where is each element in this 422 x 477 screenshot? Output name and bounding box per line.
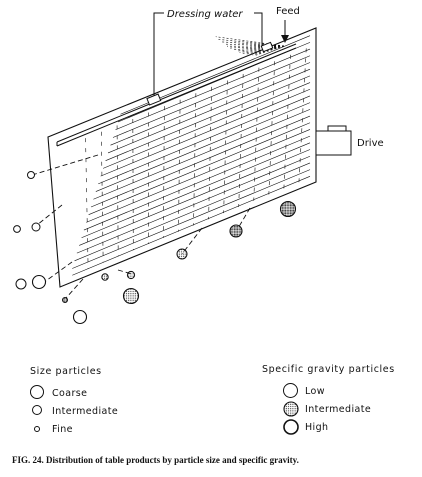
particle-low-medium (15, 278, 27, 290)
table-deck (47, 27, 317, 288)
particle-low-large (31, 274, 47, 290)
legend-gravity: Specific gravity particles Low Intermedi… (262, 364, 395, 436)
dressing-water-pointer (153, 12, 164, 100)
dressing-water-inlet (146, 93, 162, 106)
legend-item-coarse: Coarse (30, 384, 118, 402)
hollow-circle-icon (283, 383, 299, 399)
medium-circle-icon (30, 403, 46, 419)
legend-item-intermediate-gravity: Intermediate (283, 400, 395, 418)
particle-high-fine (62, 297, 68, 303)
particle-low-medium (31, 222, 41, 232)
figure-caption: FIG. 24. Distribution of table products … (12, 455, 299, 465)
particle-intermediate-small (126, 270, 136, 280)
particle-intermediate-small (101, 273, 109, 281)
dotted-circle-icon (283, 401, 299, 417)
legend-label-intermediate-size: Intermediate (52, 405, 119, 417)
feed-spray (215, 36, 285, 56)
particle-low-small (13, 225, 21, 233)
legend-item-high: High (283, 418, 395, 436)
legend-label-fine: Fine (52, 423, 73, 435)
legend-gravity-title: Specific gravity particles (262, 364, 395, 375)
small-circle-icon (30, 421, 46, 437)
legend-item-low: Low (283, 382, 395, 400)
particle-high-medium (229, 224, 243, 238)
legend-size: Size particles Coarse Intermediate Fine (30, 366, 118, 438)
riffles (72, 35, 311, 276)
legend-label-intermediate-gravity: Intermediate (305, 403, 372, 415)
legend-item-intermediate-size: Intermediate (30, 402, 118, 420)
dressing-water-outlet (260, 41, 274, 53)
particle-low-large (72, 309, 88, 325)
legend-item-fine: Fine (30, 420, 118, 438)
legend-label-coarse: Coarse (52, 387, 88, 399)
particle-intermediate-medium (176, 248, 188, 260)
particle-high-large (279, 200, 297, 218)
drive-box (315, 130, 352, 156)
large-circle-icon (30, 385, 46, 401)
feed-label: Feed (276, 6, 300, 17)
particle-intermediate-large (122, 287, 140, 305)
legend-label-low: Low (305, 385, 325, 397)
drive-label: Drive (357, 138, 384, 149)
legend-label-high: High (305, 421, 329, 433)
particle-low-small (27, 171, 35, 179)
hatched-circle-icon (283, 419, 299, 435)
dressing-water-label: Dressing water (167, 9, 243, 20)
legend-size-title: Size particles (30, 366, 102, 377)
dressing-water-launder (56, 43, 297, 143)
